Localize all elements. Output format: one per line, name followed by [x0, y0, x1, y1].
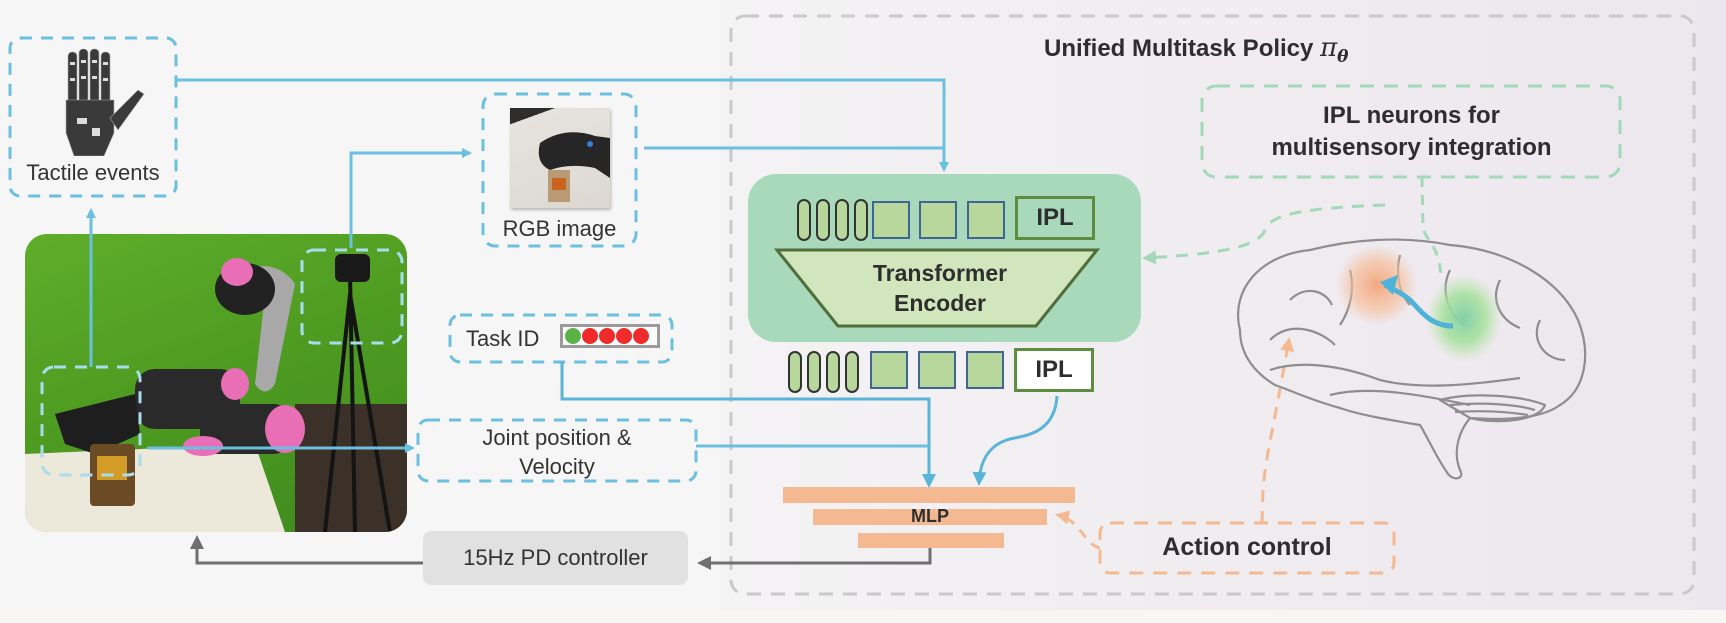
- pd-controller-box: 15Hz PD controller: [423, 531, 688, 585]
- token-oval: [816, 199, 830, 241]
- policy-subscript: θ: [1337, 47, 1349, 67]
- ipl-neurons-box: [1200, 84, 1622, 179]
- arm-silver-link: [230, 266, 295, 392]
- onehot-dot-inactive: [599, 328, 615, 344]
- token-oval: [835, 199, 849, 241]
- task-token-group-top: [797, 199, 868, 241]
- encoder-label-line2: Encoder: [893, 290, 987, 316]
- token-oval: [826, 351, 840, 393]
- token-square: [870, 351, 908, 389]
- policy-symbol: π: [1320, 33, 1338, 63]
- base-cap: [183, 436, 223, 456]
- joint-label-line1: Joint position &: [482, 425, 632, 450]
- mlp-layer-2: [813, 509, 1047, 525]
- rgb-jar-label: [552, 178, 566, 190]
- arm-cap: [221, 258, 253, 286]
- mlp-layer-1: [783, 487, 1075, 503]
- mlp-label: MLP: [911, 506, 949, 526]
- ipl-token-bottom: IPL: [1014, 348, 1094, 392]
- token-oval: [807, 351, 821, 393]
- token-square: [918, 351, 956, 389]
- encoder-label: Transformer Encoder: [804, 258, 1076, 318]
- joint-label: Joint position & Velocity: [418, 423, 696, 481]
- task-token-group-bottom: [788, 351, 859, 393]
- dexterous-hand: [55, 394, 140, 454]
- ipl-neurons-label: IPL neurons for multisensory integration: [1203, 100, 1620, 164]
- bottom-strip: [0, 610, 1726, 623]
- policy-title-text: Unified Multitask Policy: [1044, 35, 1314, 62]
- ipl-to-mlp-arrow: [972, 395, 1059, 486]
- hand-highlight-box: [40, 365, 142, 477]
- tactile-to-encoder-arrow: [176, 78, 949, 172]
- token-square: [872, 201, 910, 239]
- policy-frame: [729, 14, 1696, 596]
- encoder-label-line1: Transformer: [872, 260, 1008, 286]
- token-square: [967, 201, 1005, 239]
- tripod: [323, 273, 392, 532]
- ipl-neurons-to-encoder-arrow: [1142, 203, 1386, 265]
- elbow-cap: [265, 405, 305, 453]
- joint-box: [416, 418, 698, 483]
- rgb-box: [481, 92, 638, 248]
- mlp-to-controller-arrow: [697, 548, 932, 570]
- wrist-cap: [221, 368, 249, 400]
- ipl-token-top: IPL: [1015, 196, 1095, 240]
- rgb-led: [587, 141, 593, 147]
- token-oval: [854, 199, 868, 241]
- camera: [335, 254, 370, 282]
- rgb-image-label: RGB image: [502, 216, 617, 241]
- rgb-scene-illustration: [538, 132, 610, 202]
- onehot-dot-inactive: [616, 328, 632, 344]
- joint-label-line2: Velocity: [519, 454, 595, 479]
- onehot-dot-inactive: [633, 328, 649, 344]
- token-square: [966, 351, 1004, 389]
- onehot-dot-active: [565, 328, 581, 344]
- robot-scene-illustration: [25, 254, 407, 532]
- ipl-neurons-to-brain-line: [1420, 176, 1443, 279]
- action-to-mlp-arrow: [1055, 510, 1101, 550]
- brain-ipl-region: [1426, 274, 1502, 362]
- rgb-image-thumbnail: [510, 108, 610, 208]
- brain-motor-region: [1337, 245, 1417, 325]
- token-square: [919, 201, 957, 239]
- camera-highlight-box: [300, 248, 404, 345]
- brain-arrow-head: [1380, 275, 1398, 295]
- action-to-brain-arrow: [1260, 337, 1294, 524]
- taskid-to-mlp-arrow: [560, 362, 936, 488]
- ipl-neurons-line2: multisensory integration: [1271, 134, 1552, 161]
- token-oval: [788, 351, 802, 393]
- camera-to-rgb-arrow: [349, 148, 472, 248]
- policy-title: Unified Multitask Policy πθ: [1044, 33, 1349, 67]
- mlp-layer-3: [858, 533, 1004, 548]
- token-oval: [845, 351, 859, 393]
- tactile-box: [8, 36, 178, 198]
- controller-to-robot-arrow: [190, 535, 423, 565]
- onehot-dot-inactive: [582, 328, 598, 344]
- task-id-label: Task ID: [466, 326, 540, 351]
- tactile-hand-image: [65, 48, 145, 156]
- ipl-neurons-line1: IPL neurons for: [1323, 102, 1500, 129]
- tactile-events-label: Tactile events: [26, 160, 160, 185]
- token-oval: [797, 199, 811, 241]
- elbow: [200, 404, 290, 454]
- robot-photo: [25, 234, 407, 532]
- task-id-one-hot: [560, 324, 660, 348]
- action-control-label: Action control: [1162, 533, 1332, 561]
